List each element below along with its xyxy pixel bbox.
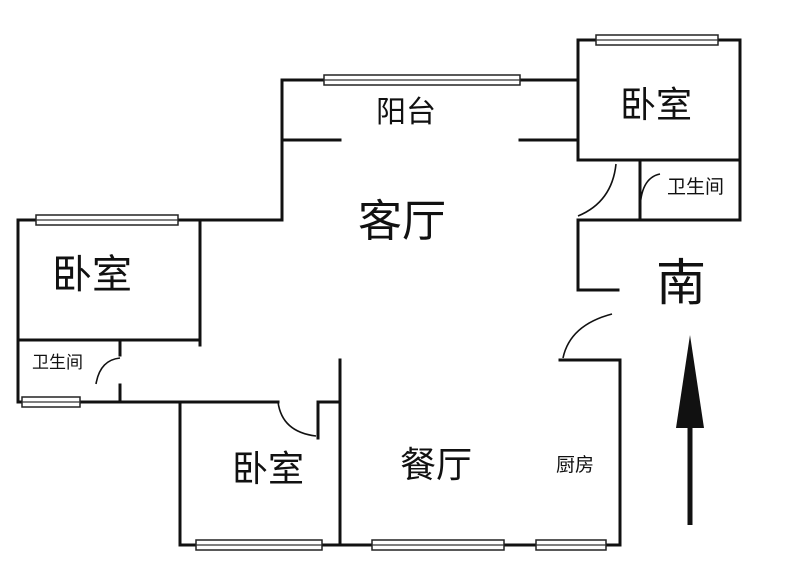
window-bathroom-left: [21, 396, 81, 408]
bedroom-bottom-label: 卧室: [232, 449, 305, 490]
window-bedroom-left: [35, 214, 179, 226]
bedroom-left-label: 卧室: [52, 252, 132, 298]
window-kitchen: [535, 539, 607, 551]
doors: [95, 163, 661, 437]
window-balcony: [323, 74, 521, 86]
door-kitchen: [562, 313, 613, 359]
balcony-label: 阳台: [376, 95, 436, 130]
bathroom-left-label: 卫生间: [32, 353, 83, 373]
window-dining: [371, 539, 505, 551]
north-arrow: [676, 335, 704, 525]
kitchen-label: 厨房: [556, 454, 595, 476]
door-bedroom-top-right: [577, 163, 617, 217]
dining-room-label: 餐厅: [400, 445, 473, 486]
windows: [21, 34, 719, 551]
bathroom-top-right-label: 卫生间: [667, 176, 725, 198]
bedroom-top-right-label: 卧室: [620, 85, 693, 126]
walls: [16, 38, 742, 547]
door-bathroom-left: [95, 357, 121, 385]
living-room-label: 客厅: [358, 196, 446, 247]
window-bedroom-top-right: [595, 34, 719, 46]
door-bedroom-bottom: [277, 401, 317, 437]
window-bedroom-bottom: [195, 539, 323, 551]
compass-label: 南: [656, 254, 706, 312]
door-bathroom-top-right: [639, 173, 661, 213]
